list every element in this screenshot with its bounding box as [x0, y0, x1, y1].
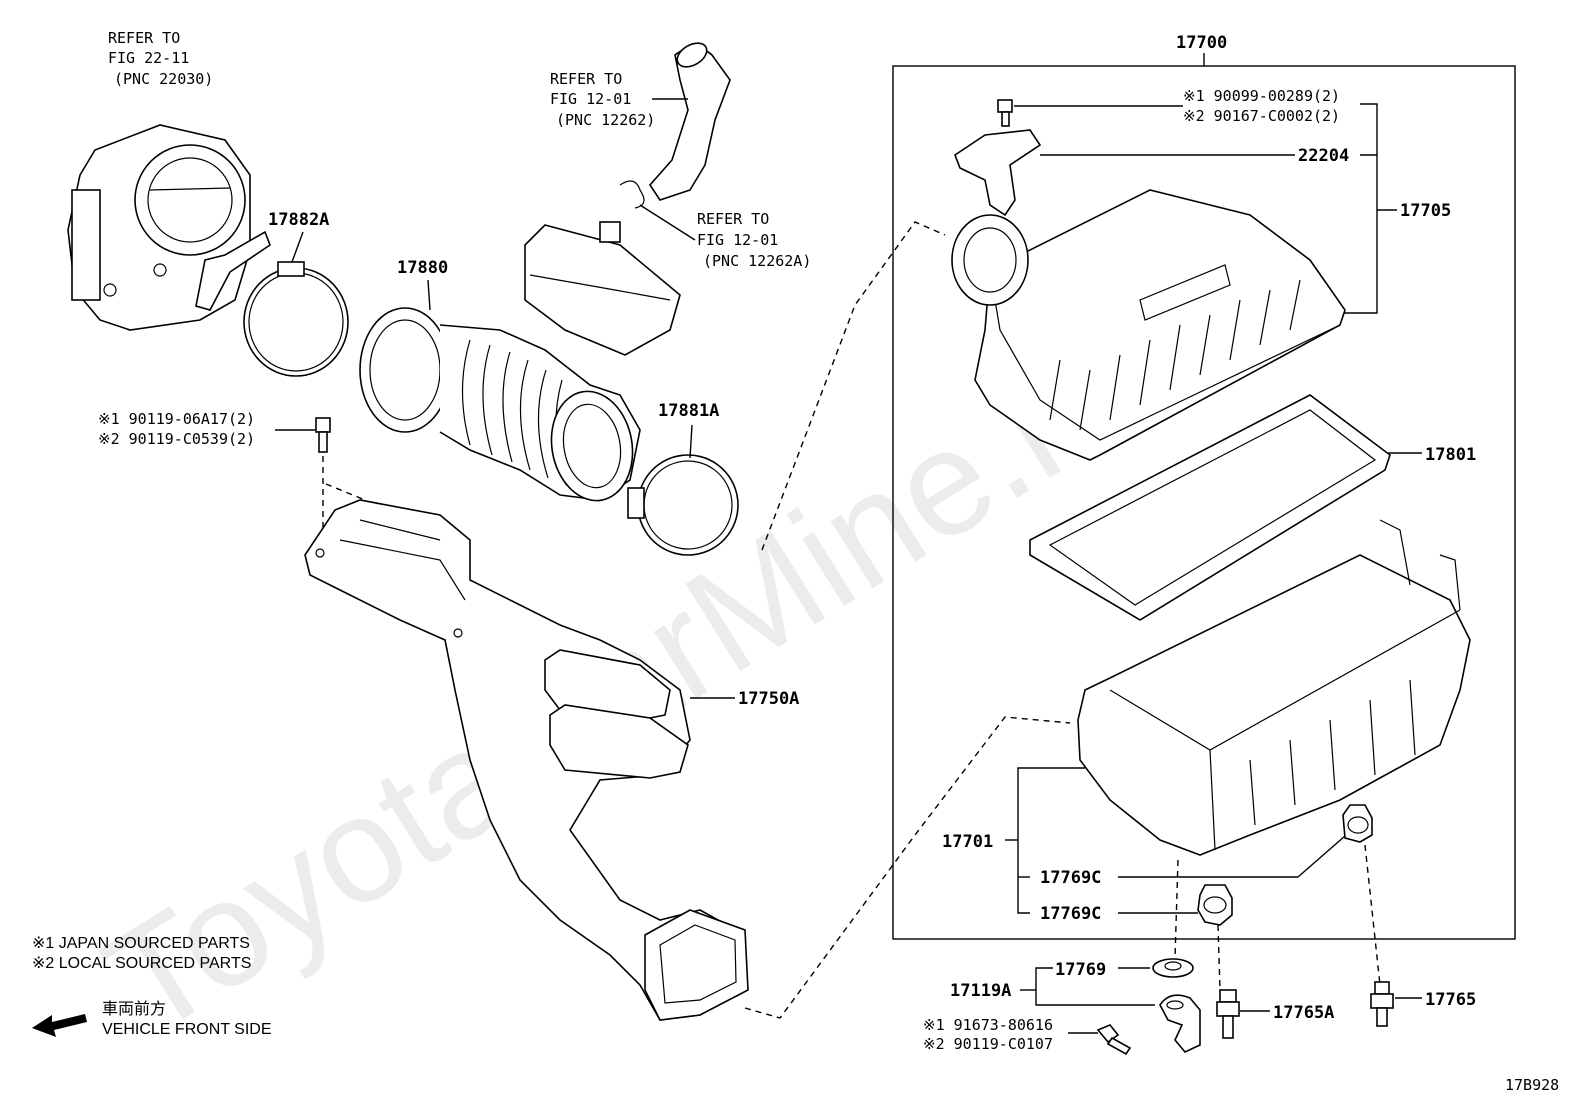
svg-text:REFER TO: REFER TO — [550, 70, 622, 88]
air-filter-element-17801 — [1029, 394, 1422, 621]
stud-17765A — [1216, 989, 1270, 1039]
legend-japan: ※1 JAPAN SOURCED PARTS — [32, 935, 250, 952]
air-cleaner-hose-17880 — [359, 221, 681, 502]
hose-clamp-17881A — [627, 424, 739, 556]
legend-front-en: VEHICLE FRONT SIDE — [102, 1021, 272, 1038]
air-cleaner-case-17701 — [1077, 519, 1471, 856]
grommet-17769C-center — [1118, 884, 1233, 926]
label-17765: 17765 — [1425, 990, 1476, 1010]
label-17881A: 17881A — [658, 401, 719, 421]
label-17769C-2: 17769C — [1040, 904, 1101, 924]
bolt-left — [275, 417, 331, 453]
label-17769C-1: 17769C — [1040, 868, 1101, 888]
label-17769: 17769 — [1055, 960, 1106, 980]
bolt-bottom-ref-2: ※2 90119-C0107 — [923, 1035, 1053, 1053]
bolt-bottom-ref-1: ※1 91673-80616 — [923, 1016, 1053, 1034]
label-17765A: 17765A — [1273, 1003, 1334, 1023]
front-arrow-icon — [32, 1014, 87, 1037]
hose-ref-label: REFER TO FIG 12-01 (PNC 12262) — [550, 70, 688, 129]
label-17801: 17801 — [1425, 445, 1476, 465]
stud-17765 — [1370, 981, 1422, 1027]
throttle-ref-label: REFER TO FIG 22-11 (PNC 22030) — [108, 29, 213, 88]
bolt-top-ref-1: ※1 90099-00289(2) — [1183, 87, 1340, 105]
airflow-meter-22204 — [954, 129, 1295, 217]
grommet-17769 — [1118, 958, 1194, 978]
svg-text:(PNC 12262A): (PNC 12262A) — [703, 252, 811, 270]
svg-text:(PNC 12262): (PNC 12262) — [556, 111, 655, 129]
svg-text:REFER TO: REFER TO — [697, 210, 769, 228]
bolt-top — [997, 99, 1183, 127]
svg-text:REFER TO: REFER TO — [108, 29, 180, 47]
figure-code: 17B928 — [1505, 1076, 1559, 1094]
clip-ref-label: REFER TO FIG 12-01 (PNC 12262A) — [639, 204, 811, 270]
svg-text:(PNC 22030): (PNC 22030) — [114, 70, 213, 88]
air-cleaner-cap-17705 — [951, 189, 1346, 461]
label-17882A: 17882A — [268, 210, 329, 230]
label-17750A: 17750A — [738, 689, 799, 709]
label-17701: 17701 — [942, 832, 993, 852]
label-17119A: 17119A — [950, 981, 1011, 1001]
throttle-body — [67, 124, 271, 331]
hose-clamp-17882A — [243, 231, 349, 377]
bolt-top-ref-2: ※2 90167-C0002(2) — [1183, 107, 1340, 125]
grommet-17769C-right — [1118, 804, 1373, 878]
bolt-left-ref-1: ※1 90119-06A17(2) — [98, 410, 255, 428]
label-22204: 22204 — [1298, 146, 1349, 166]
bracket-17119A — [1020, 967, 1201, 1053]
label-17705: 17705 — [1400, 201, 1451, 221]
label-17700: 17700 — [1176, 33, 1227, 53]
air-inlet-duct-17750A — [304, 499, 749, 1021]
bolt-left-ref-2: ※2 90119-C0539(2) — [98, 430, 255, 448]
bolt-bottom — [1068, 1024, 1132, 1056]
svg-text:FIG 22-11: FIG 22-11 — [108, 49, 189, 67]
legend-local: ※2 LOCAL SOURCED PARTS — [32, 955, 251, 972]
legend-front-jp: 車両前方 — [102, 1000, 166, 1018]
svg-text:FIG 12-01: FIG 12-01 — [550, 90, 631, 108]
ventilation-hose — [619, 42, 731, 209]
svg-text:FIG 12-01: FIG 12-01 — [697, 231, 778, 249]
legend: ※1 JAPAN SOURCED PARTS ※2 LOCAL SOURCED … — [32, 935, 272, 1038]
label-17880: 17880 — [397, 258, 448, 278]
